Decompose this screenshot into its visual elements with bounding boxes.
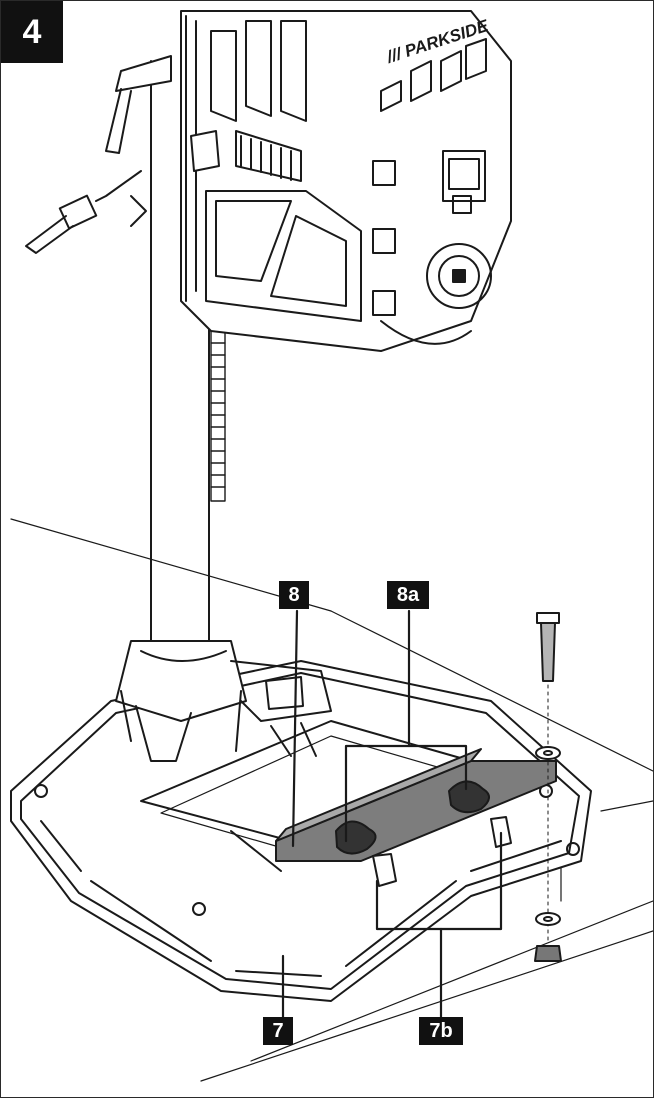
- label-8: 8: [279, 581, 309, 609]
- drill-head: [180, 10, 512, 352]
- figure-number: 4: [1, 1, 63, 63]
- feed-handles: [25, 55, 172, 254]
- column-base: [115, 640, 332, 762]
- label-7: 7: [263, 1017, 293, 1045]
- height-rack: [210, 320, 226, 502]
- mounting-bolt: [534, 612, 562, 962]
- label-7b: 7b: [419, 1017, 463, 1045]
- leader-lines: [281, 609, 503, 1019]
- label-8a: 8a: [387, 581, 429, 609]
- column-bracket: [190, 130, 220, 172]
